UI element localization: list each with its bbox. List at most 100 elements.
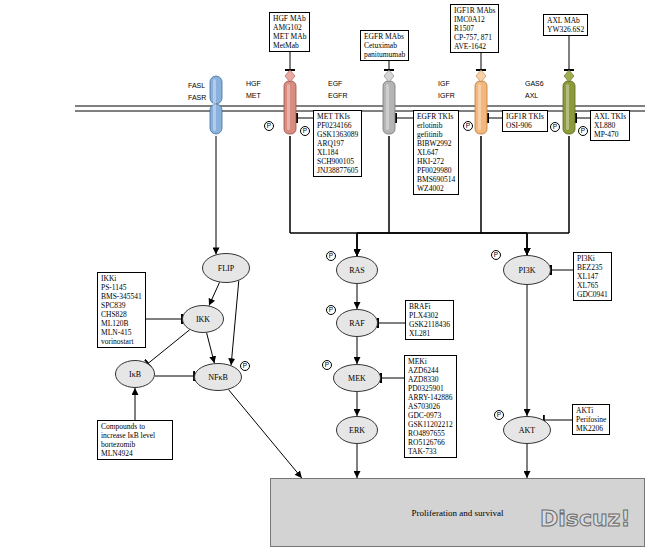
node-text: XL647 [417, 148, 455, 157]
activation-arrow [357, 444, 358, 478]
inhibition-line [569, 36, 570, 70]
node-label: Compounds to increase IκB level [101, 422, 169, 440]
node-text: PF0029980 [417, 166, 455, 175]
drug-box: AXL TKIsXL880MP-470 [590, 110, 630, 141]
node-text: SPC839 [101, 301, 142, 310]
drug-box: IGF1R MAbsIMC0A12R1507CP-757, 871AVE-164… [450, 4, 499, 53]
node-text: CP-757, 871 [454, 33, 495, 42]
node-text: AMG102 [273, 23, 306, 32]
node-text: MET [246, 90, 297, 102]
signal-node: RAF [336, 309, 378, 337]
inhibition-line [481, 53, 482, 70]
activation-arrow [290, 136, 527, 255]
node-text: bortezomib [101, 440, 169, 449]
node-text: vorinostart [101, 337, 142, 346]
drug-box: PI3KiBEZ235XL147XL765GDC0941 [573, 252, 612, 301]
node-text: AZD6244 [408, 366, 453, 375]
activation-arrow [207, 333, 215, 363]
phospho-mark: P [322, 360, 332, 370]
drug-box: BRAFiPLX4302GSK2118436XL281 [405, 300, 454, 340]
activation-arrow [527, 285, 528, 416]
node-text: ML120B [101, 319, 142, 328]
drug-box: EGFR TKIserlotinibgefitinibBIBW2992XL647… [413, 110, 459, 195]
node-label: AXL MAb [547, 16, 584, 25]
activation-arrow [216, 136, 217, 254]
drug-box: HGF MAbAMG102MET MAbMetMab [269, 12, 310, 52]
node-text: BIBW2992 [417, 139, 455, 148]
phospho-mark: P [326, 305, 336, 315]
node-text: gefitinib [417, 130, 455, 139]
phospho-mark: P [300, 126, 310, 136]
node-text: TAK-733 [408, 447, 453, 456]
node-label: EGFR TKIs [417, 112, 455, 121]
node-text: GDC-0973 [408, 411, 453, 420]
node-text: WZ4002 [417, 184, 455, 193]
node-text: panitumumab [364, 50, 405, 59]
signal-node: ERK [336, 416, 378, 444]
node-text: ARRY-142886 [408, 393, 453, 402]
activation-arrow [209, 282, 220, 305]
signal-node: RAS [336, 256, 378, 284]
activation-arrow [527, 444, 528, 478]
inhibition-line [146, 319, 182, 320]
inhibition-line [290, 52, 291, 70]
activation-arrow [357, 392, 358, 416]
drug-box: IKKiPS-1145BMS-345541SPC839CHS828ML120BM… [97, 272, 146, 348]
node-label: FASL [188, 80, 223, 92]
node-text: GSK2118436 [409, 320, 450, 329]
node-text: AVE-1642 [454, 42, 495, 51]
node-text: MK2206 [576, 424, 606, 433]
node-text: Cetuximab [364, 41, 405, 50]
node-text: R1507 [454, 24, 495, 33]
node-label: AKTi [576, 406, 606, 415]
inhibition-line [488, 118, 502, 119]
node-label: IKK [196, 315, 210, 324]
activation-arrow [357, 136, 569, 256]
activation-arrow [357, 337, 358, 364]
node-text: MLN-415 [101, 328, 142, 337]
inhibition-line [551, 270, 573, 271]
node-text: PF0234166 [317, 121, 358, 130]
node-text: BMS690514 [417, 175, 455, 184]
node-text: OSI-906 [506, 121, 544, 130]
signal-node: FLIP [202, 253, 250, 283]
node-label: HGF [246, 78, 297, 90]
node-label: NFκB [208, 373, 228, 382]
inhibition-line [155, 376, 194, 377]
node-label: PI3K [519, 266, 536, 275]
phospho-mark: P [240, 361, 250, 371]
node-label: AXL TKIs [594, 112, 626, 121]
phospho-mark: P [326, 251, 336, 261]
node-label: ERK [349, 426, 365, 435]
node-text: FASR [188, 92, 223, 104]
activation-arrow [231, 281, 239, 366]
inhibition-line [148, 330, 190, 364]
drug-box: AKTiPerifosineMK2206 [572, 404, 610, 435]
activation-arrow [481, 136, 527, 255]
node-text: XL765 [577, 281, 608, 290]
node-text: EGFR [328, 90, 396, 102]
inhibition-line [297, 118, 313, 119]
node-text: AXL [525, 90, 576, 102]
signal-node: IKK [182, 305, 224, 333]
node-label: Proliferation and survival [412, 508, 504, 518]
node-text: AZD8330 [408, 375, 453, 384]
node-text: YW326.6S2 [547, 25, 584, 34]
receptor-shape [188, 72, 223, 136]
drug-box: AXL MAbYW326.6S2 [543, 14, 588, 36]
node-label: MEK [348, 374, 366, 383]
watermark: Discuz! [540, 506, 630, 531]
node-text: RO5126766 [408, 438, 453, 447]
signal-node: AKT [503, 416, 551, 444]
node-text: AS703026 [408, 402, 453, 411]
drug-box: MET TKIsPF0234166GSK1363089ARQ197XL184SC… [313, 110, 362, 177]
node-label: IGF [438, 78, 488, 90]
node-text: IMC0A12 [454, 15, 495, 24]
node-text: MP-470 [594, 130, 626, 139]
node-text: JNJ38877605 [317, 166, 358, 175]
node-label: IGF1R TKIs [506, 112, 544, 121]
node-text: GSK1363089 [317, 130, 358, 139]
node-text: Perifosine [576, 415, 606, 424]
activation-arrow [527, 136, 569, 255]
drug-box: IGF1R TKIsOSI-906 [502, 110, 548, 132]
